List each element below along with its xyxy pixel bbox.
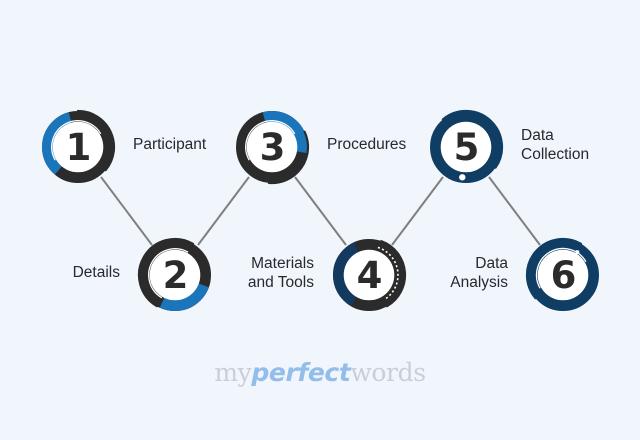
step-ring-4	[333, 239, 407, 311]
ring-outer-arc-3	[267, 130, 310, 185]
ring-accent-4	[333, 242, 359, 307]
connector-line-2-to-3	[197, 176, 250, 246]
step-number-1: 1	[65, 125, 92, 169]
ring-notch-dot-6	[575, 250, 580, 255]
step-number-6: 6	[550, 253, 577, 297]
watermark-part-my: my	[214, 358, 252, 387]
step-node-1[interactable]: 1	[39, 108, 117, 186]
step-ring-2	[137, 237, 211, 311]
ring-inner-disc-3	[246, 121, 298, 173]
step-node-5[interactable]: 5	[427, 108, 505, 186]
step-label-6: Data Analysis	[450, 255, 508, 291]
connector-line-5-to-6	[488, 176, 541, 246]
step-label-3: Procedures	[327, 136, 407, 153]
ring-outer-arc-6	[525, 237, 583, 300]
ring-accent-2	[159, 283, 209, 311]
step-ring-3	[236, 111, 310, 185]
ring-inner-accent-1	[51, 120, 102, 161]
watermark-part-perfect: perfect	[251, 358, 351, 387]
step-label-5: Data Collection	[521, 127, 590, 163]
step-label-4: Materials and Tools	[247, 255, 314, 291]
ring-inner-accent-3	[245, 120, 296, 161]
step-ring-6	[525, 237, 599, 311]
step-node-2[interactable]: 2	[136, 236, 214, 314]
ring-inner-accent-2	[148, 248, 189, 299]
step-ring-5	[430, 109, 504, 183]
step-number-5: 5	[453, 125, 480, 169]
ring-outer-arc-4	[380, 240, 407, 308]
ring-inner-disc-4	[343, 249, 395, 301]
ring-dashed-detail-4	[377, 246, 399, 301]
watermark: myperfectwords	[0, 358, 640, 387]
ring-inner-disc-5	[440, 121, 492, 173]
connector-line-3-to-4	[294, 176, 347, 246]
step-node-4[interactable]: 4	[330, 236, 408, 314]
step-number-3: 3	[259, 125, 286, 169]
step-node-6[interactable]: 6	[524, 236, 602, 314]
ring-inner-disc-6	[537, 249, 589, 301]
step-number-2: 2	[162, 253, 189, 297]
step-number-4: 4	[356, 253, 383, 297]
ring-outer-arc-1	[76, 109, 116, 172]
watermark-part-words: words	[350, 358, 426, 387]
ring-inner-disc-1	[52, 121, 104, 173]
ring-inner-disc-2	[149, 249, 201, 301]
ring-base-6	[527, 239, 599, 311]
connector-line-1-to-2	[100, 176, 153, 246]
ring-base-5	[430, 111, 502, 183]
ring-gap-dot-5	[459, 174, 466, 181]
step-node-3[interactable]: 3	[233, 108, 311, 186]
step-label-1: Participant	[133, 136, 207, 153]
ring-outer-arc-2	[137, 237, 195, 308]
step-ring-1	[42, 109, 116, 183]
connector-line-4-to-5	[391, 176, 444, 246]
ring-accent-1	[42, 112, 72, 175]
ring-accent-3	[262, 111, 308, 154]
step-label-2: Details	[72, 264, 120, 281]
ring-outer-arc-5	[441, 109, 504, 169]
